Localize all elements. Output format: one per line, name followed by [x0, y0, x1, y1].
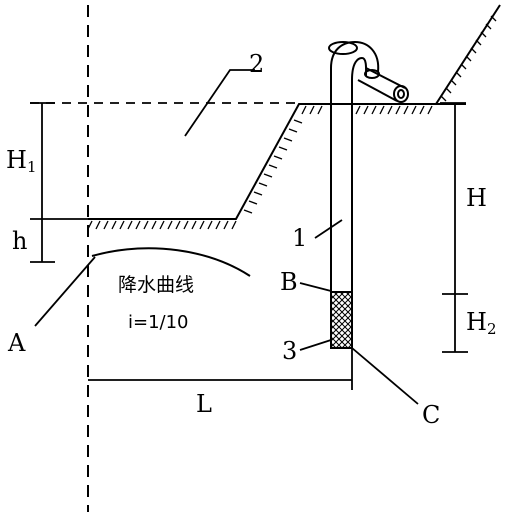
collector-header-pipe [357, 67, 409, 103]
hatch-pit-bottom [87, 220, 237, 230]
hatch-right-slope [440, 15, 497, 102]
label-h2: H2 [466, 308, 496, 338]
dim-l [88, 348, 353, 390]
leader-a [34, 256, 96, 327]
leader-3 [299, 339, 332, 351]
leader-b [299, 282, 332, 292]
drawdown-curve [91, 247, 251, 277]
label-h1: H1 [6, 146, 36, 176]
dim-h-h2 [440, 102, 468, 353]
filter-screen [330, 291, 353, 349]
riser-pipe [330, 68, 353, 293]
hatch-left-slope [243, 119, 303, 214]
leader-1 [314, 219, 343, 239]
drawdown-curve-label: 降水曲线 [118, 274, 194, 296]
dim-h1-h [30, 102, 88, 263]
leader-c [351, 347, 419, 405]
label-h-small: h [12, 227, 27, 255]
label-h: H [466, 184, 487, 212]
label-1: 1 [292, 224, 307, 252]
label-l: L [196, 390, 212, 418]
label-a: A [7, 329, 26, 357]
hatch-ground-surface [301, 105, 433, 115]
slope-label: i=1/10 [128, 312, 189, 333]
label-3: 3 [282, 337, 297, 365]
label-b: B [280, 268, 298, 296]
label-c: C [422, 401, 440, 429]
excavation-profile [88, 4, 501, 220]
leader-lines [34, 69, 419, 405]
label-2: 2 [249, 50, 264, 78]
leader-2 [184, 69, 255, 137]
gooseneck-bend [328, 40, 380, 81]
